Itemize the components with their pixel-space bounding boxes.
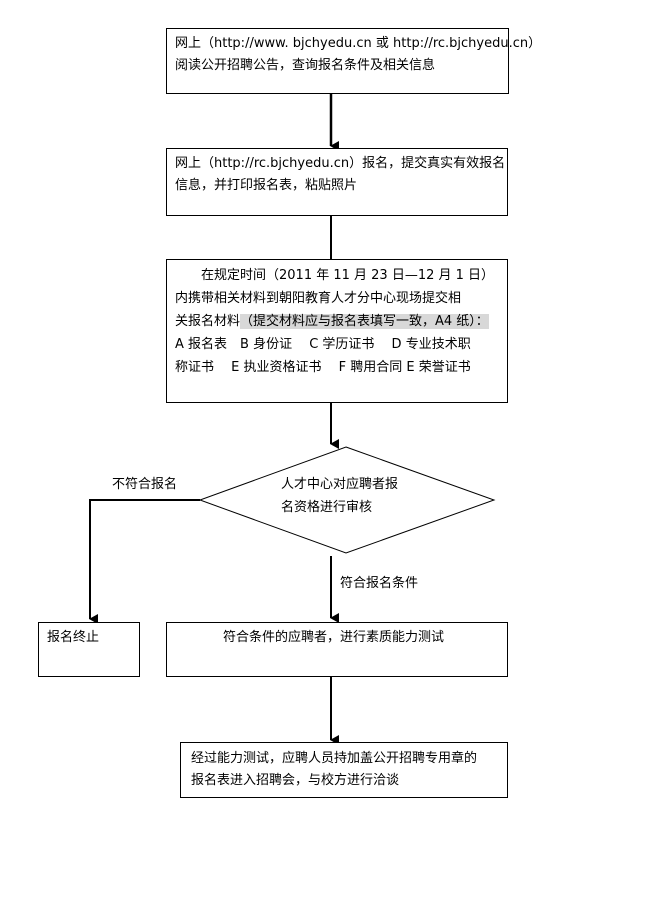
decision-diamond (198, 446, 496, 554)
step-5-box: 经过能力测试，应聘人员持加盖公开招聘专用章的 报名表进入招聘会，与校方进行洽谈 (180, 742, 508, 798)
step-3-line-5: 称证书 E 执业资格证书 F 聘用合同 E 荣誉证书 (175, 360, 471, 375)
step-2-line-2: 信息，并打印报名表，粘贴照片 (175, 178, 358, 193)
reject-label: 不符合报名 (112, 477, 178, 492)
step-3-line-2: 内携带相关材料到朝阳教育人才分中心现场提交相 (175, 291, 462, 306)
step-1-box: 网上（http://www. bjchyedu.cn 或 http://rc.b… (166, 28, 542, 94)
step-3-line-1: 在规定时间（2011 年 11 月 23 日—12 月 1 日） (201, 268, 495, 283)
step-3-line-4: A 报名表 B 身份证 C 学历证书 D 专业技术职 (175, 337, 471, 352)
step-4-text: 符合条件的应聘者，进行素质能力测试 (223, 630, 445, 645)
step-5-line-1: 经过能力测试，应聘人员持加盖公开招聘专用章的 (191, 751, 478, 766)
accept-label: 符合报名条件 (340, 576, 419, 591)
step-1-line-2: 阅读公开招聘公告，查询报名条件及相关信息 (175, 58, 436, 73)
step-3-box: 在规定时间（2011 年 11 月 23 日—12 月 1 日） 内携带相关材料… (166, 259, 508, 403)
step-3-line-3a: 关报名材料 (175, 314, 241, 329)
arrow-reject (89, 499, 200, 624)
step-3-highlight-note: （提交材料应与报名表填写一致，A4 纸）： (240, 314, 489, 329)
end-box: 报名终止 (38, 622, 140, 677)
step-1-line-1: 网上（http://www. bjchyedu.cn 或 http://rc.b… (175, 36, 542, 51)
step-2-box: 网上（http://rc.bjchyedu.cn）报名，提交真实有效报名 信息，… (166, 148, 508, 216)
decision-text-1: 人才中心对应聘者报 (281, 477, 399, 492)
step-4-box: 符合条件的应聘者，进行素质能力测试 (166, 622, 508, 677)
step-2-line-1: 网上（http://rc.bjchyedu.cn）报名，提交真实有效报名 (175, 156, 506, 171)
end-box-text: 报名终止 (47, 630, 100, 645)
step-3-line-3: 关报名材料（提交材料应与报名表填写一致，A4 纸）： (175, 310, 499, 333)
step-5-line-2: 报名表进入招聘会，与校方进行洽谈 (191, 773, 400, 788)
decision-text-2: 名资格进行审核 (281, 500, 373, 515)
